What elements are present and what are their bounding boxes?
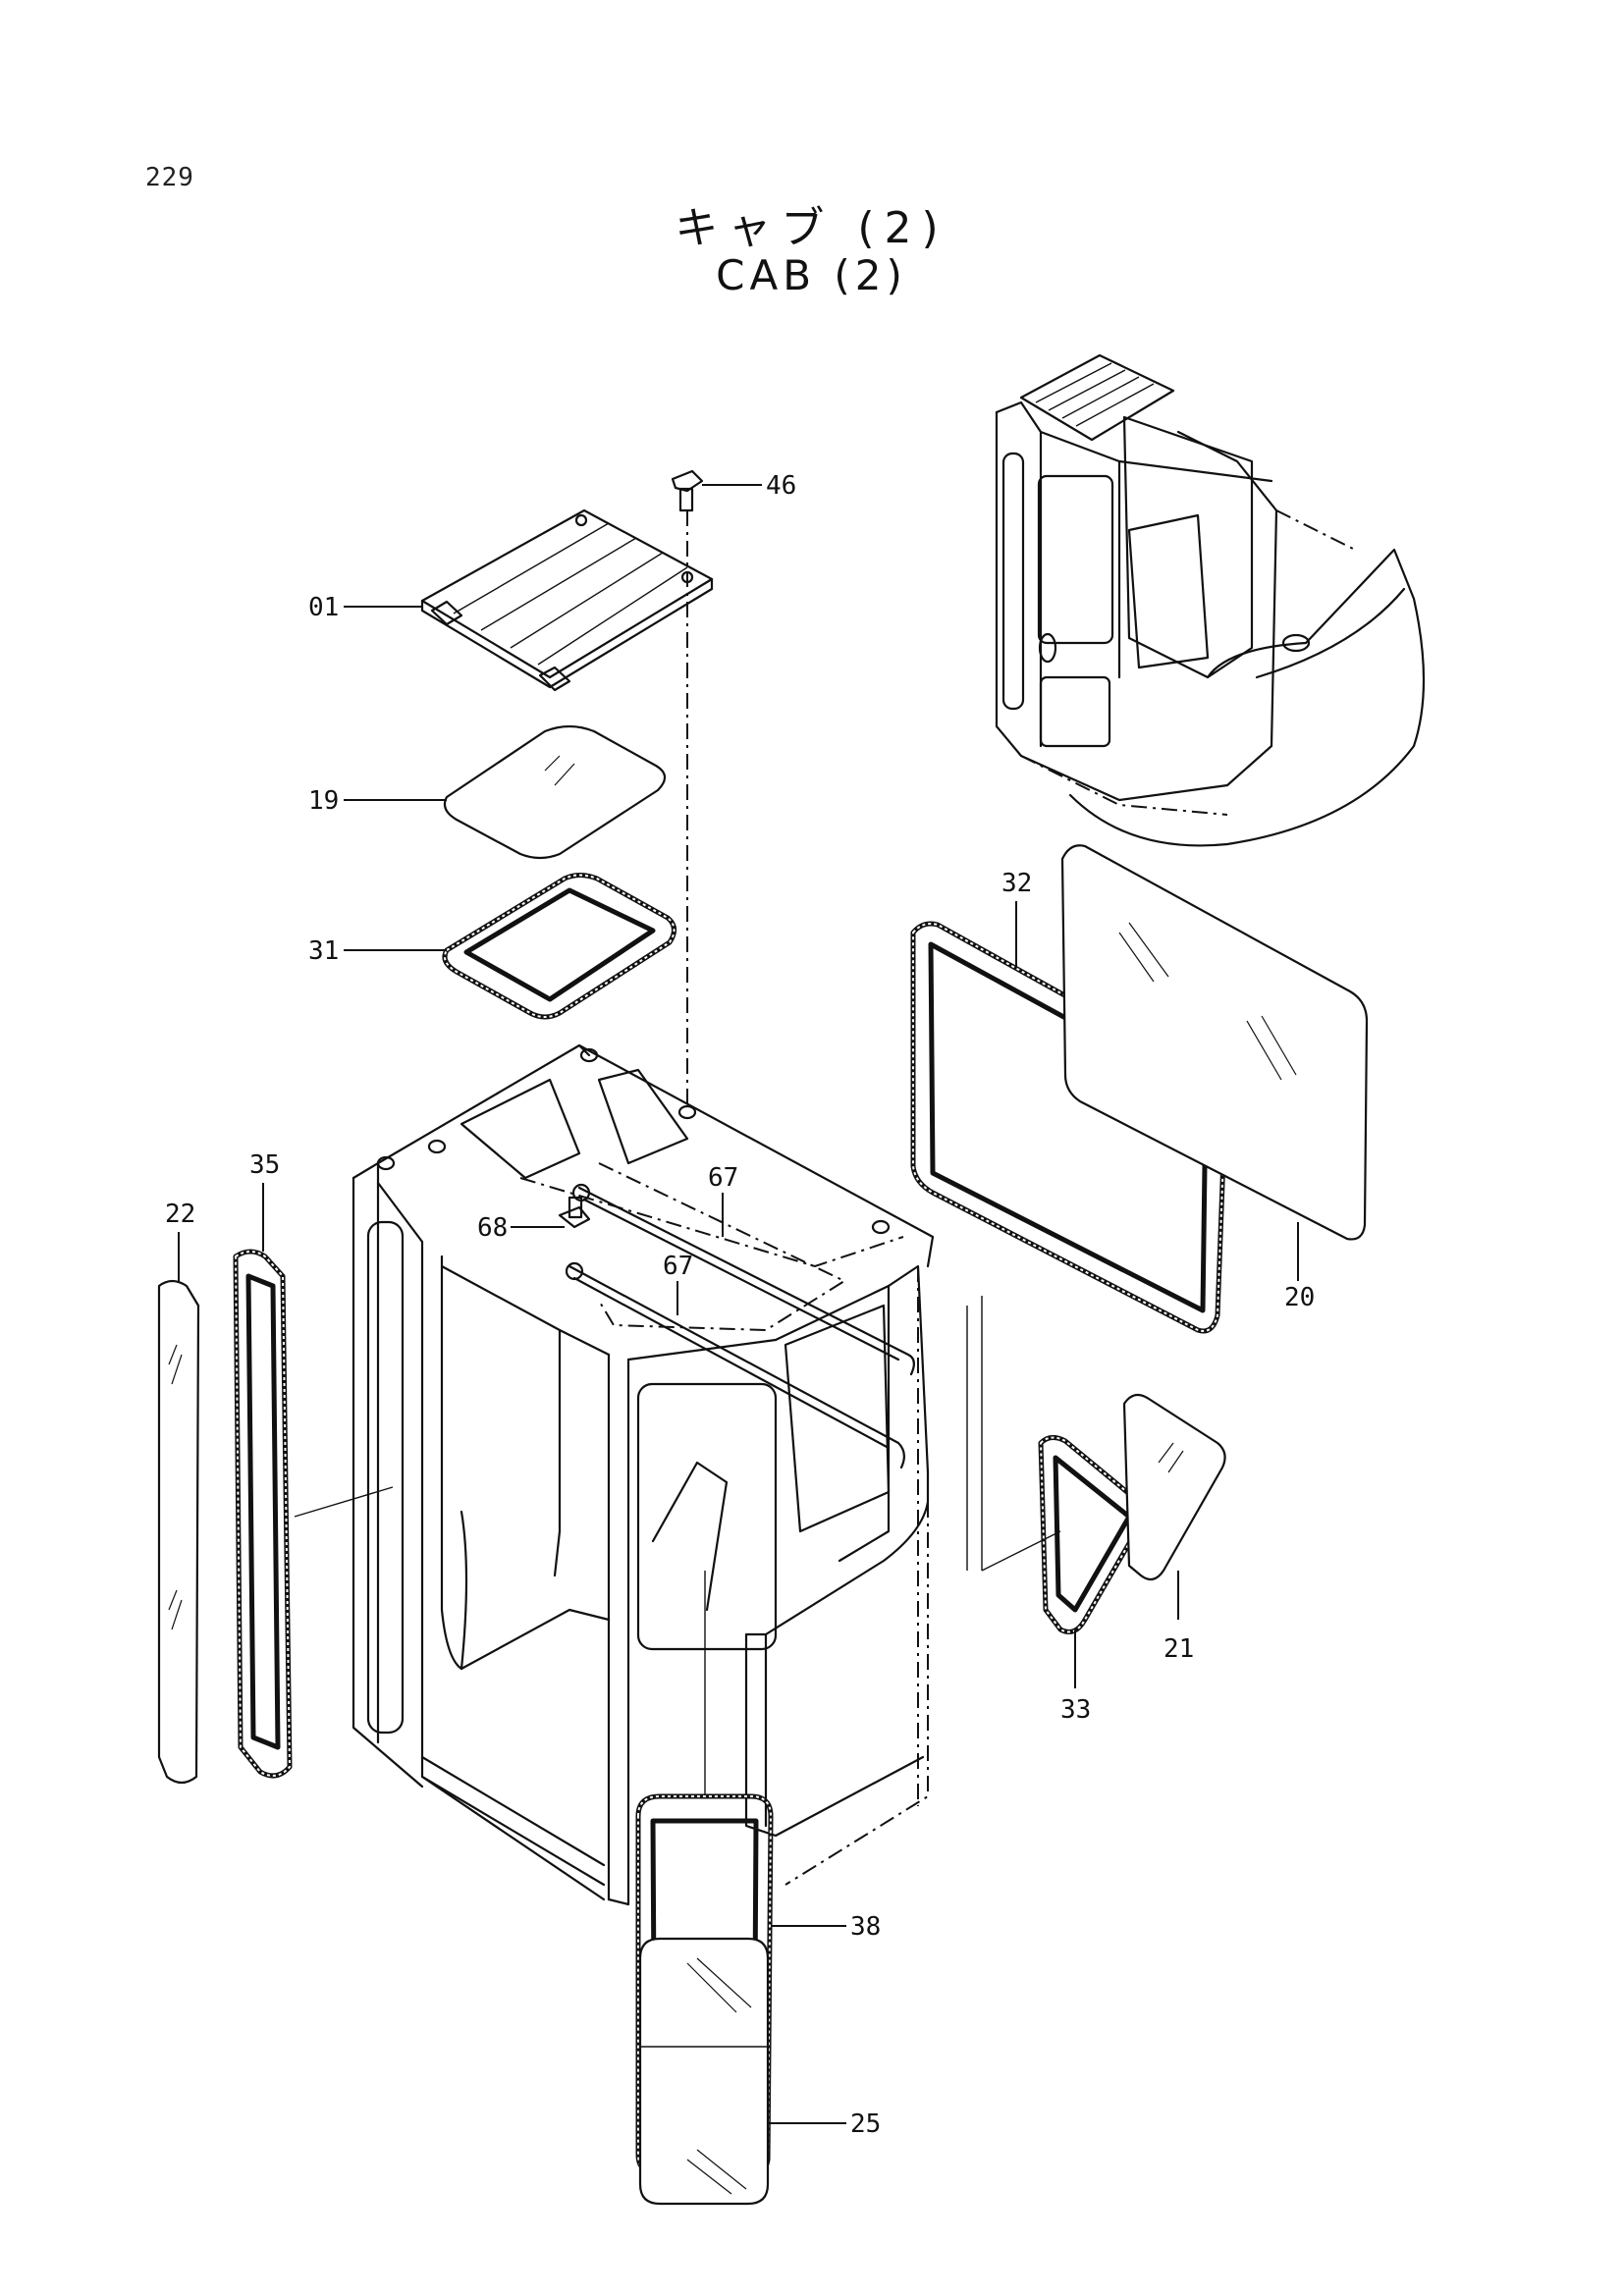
- title-japanese: キャブ (2): [675, 203, 948, 253]
- cab-frame: [294, 1043, 1061, 1906]
- callout-67-upper: 67: [708, 1163, 738, 1193]
- part-46-bolt: 46: [671, 469, 796, 1109]
- callout-22: 22: [165, 1200, 195, 1229]
- callout-38: 38: [850, 1912, 881, 1942]
- part-22-side-glass: 22: [157, 1200, 200, 1785]
- part-35-side-seal: 35: [233, 1150, 293, 1779]
- callout-20: 20: [1284, 1283, 1315, 1312]
- callout-21: 21: [1163, 1634, 1194, 1664]
- callout-01: 01: [308, 593, 339, 622]
- part-20-front-glass: 20: [1060, 844, 1369, 1312]
- part-19-roof-glass: 19: [308, 724, 667, 860]
- page-number: 229: [145, 163, 194, 192]
- callout-25: 25: [850, 2109, 881, 2139]
- callout-46: 46: [766, 471, 796, 501]
- callout-31: 31: [308, 936, 339, 966]
- callout-67-lower: 67: [663, 1252, 693, 1281]
- assembled-cab-illustration: [995, 353, 1426, 847]
- part-25-door-glass: 25: [638, 1937, 881, 2206]
- callout-68: 68: [477, 1213, 508, 1243]
- part-21-quarter-glass: 21: [1122, 1393, 1226, 1664]
- callout-35: 35: [249, 1150, 280, 1180]
- part-31-roof-seal: 31: [308, 873, 676, 1020]
- title-english: CAB (2): [716, 251, 907, 299]
- callout-32: 32: [1001, 869, 1032, 898]
- part-68-screw: 68: [477, 1196, 591, 1243]
- callout-33: 33: [1060, 1695, 1091, 1725]
- part-01-roof-guard: 01: [308, 508, 714, 692]
- callout-19: 19: [308, 786, 339, 816]
- part-67-handrails: 67 67: [565, 1163, 915, 1469]
